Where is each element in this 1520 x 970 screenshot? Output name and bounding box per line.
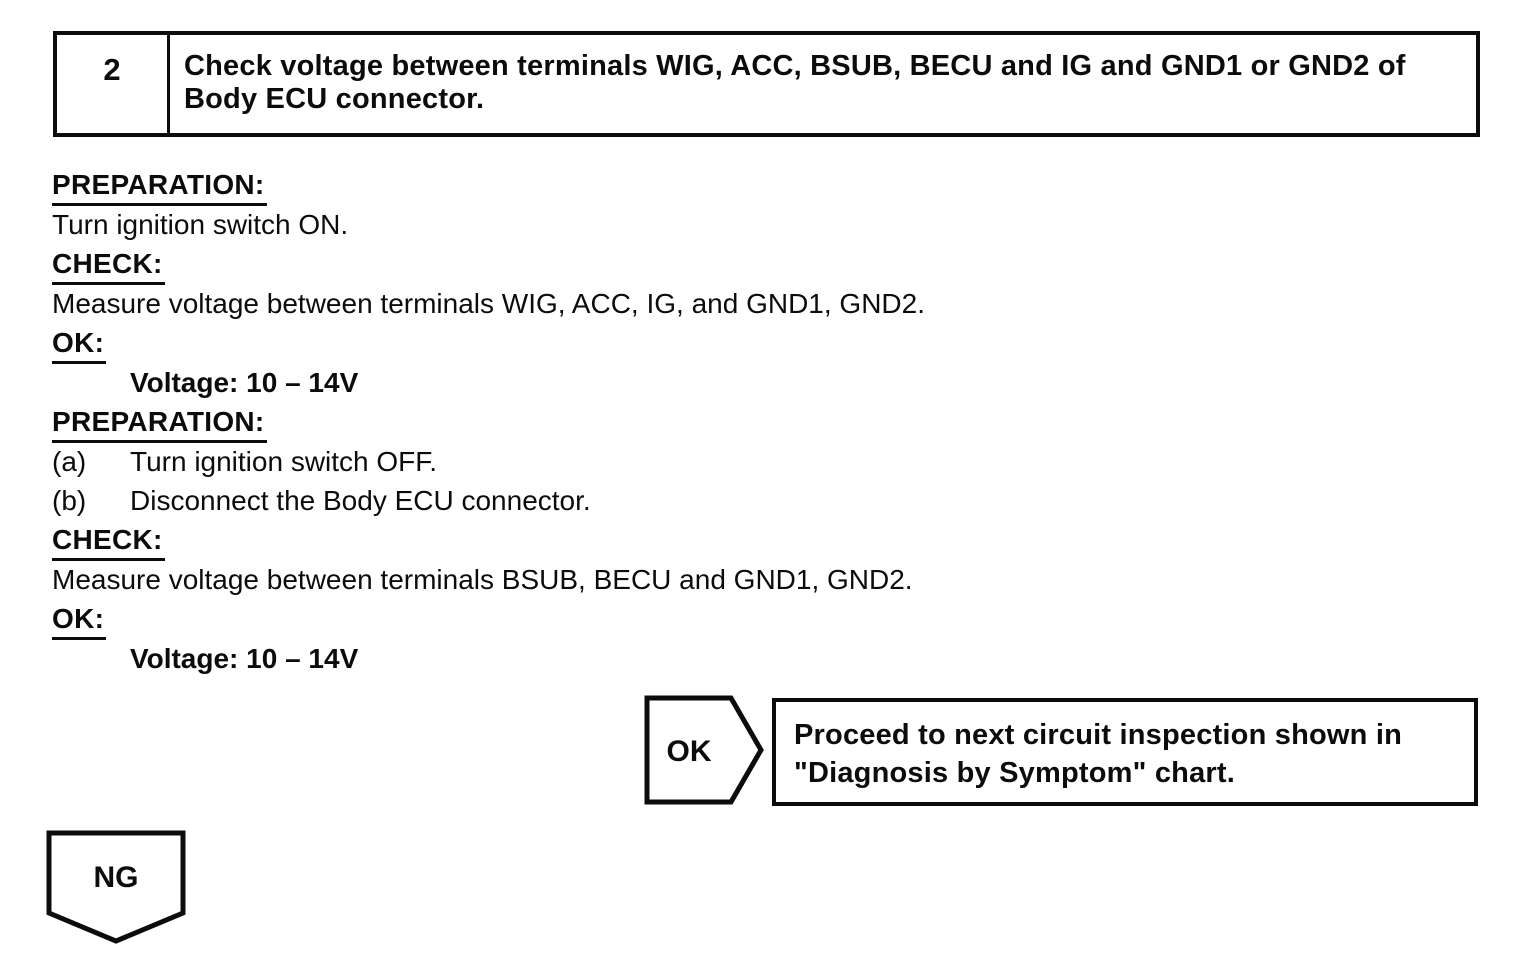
ok-result-text: Proceed to next circuit inspection shown… — [794, 719, 1403, 789]
procedure-heading-label: CHECK: — [52, 245, 165, 285]
step-number: 2 — [57, 35, 170, 133]
step-item-letter: (b) — [52, 485, 87, 516]
step-title: Check voltage between terminals WIG, ACC… — [184, 50, 1406, 115]
procedure-heading: PREPARATION: — [52, 166, 1202, 206]
step-item-text: Disconnect the Body ECU connector. — [130, 485, 591, 516]
procedure-heading: OK: — [52, 324, 1202, 364]
procedure-heading: PREPARATION: — [52, 403, 1202, 443]
procedure-heading: CHECK: — [52, 245, 1202, 285]
ok-result-box: Proceed to next circuit inspection shown… — [772, 698, 1478, 806]
procedure-heading-label: OK: — [52, 324, 107, 364]
ok-connector-label: OK — [667, 735, 712, 768]
step-item-text: Turn ignition switch OFF. — [130, 446, 438, 477]
procedure-step-item: (a) Turn ignition switch OFF. — [52, 443, 1202, 482]
procedure-heading: OK: — [52, 600, 1202, 640]
ok-connector-shape: OK — [644, 695, 764, 805]
procedure-section: PREPARATION: Turn ignition switch ON. CH… — [52, 166, 1202, 679]
voltage-spec: Voltage: 10 – 14V — [130, 643, 359, 674]
ng-connector: NG — [45, 830, 187, 946]
step-item-letter: (a) — [52, 446, 87, 477]
ng-connector-shape: NG — [46, 830, 186, 944]
procedure-heading-label: CHECK: — [52, 521, 165, 561]
procedure-heading-label: PREPARATION: — [52, 403, 267, 443]
ok-connector: OK — [644, 695, 764, 805]
procedure-heading-label: PREPARATION: — [52, 166, 267, 206]
procedure-step-item: (b) Disconnect the Body ECU connector. — [52, 482, 1202, 521]
procedure-text: Measure voltage between terminals WIG, A… — [52, 288, 926, 319]
procedure-heading: CHECK: — [52, 521, 1202, 561]
step-header-box: 2 Check voltage between terminals WIG, A… — [53, 31, 1480, 137]
procedure-heading-label: OK: — [52, 600, 107, 640]
procedure-text: Turn ignition switch ON. — [52, 209, 349, 240]
procedure-text: Measure voltage between terminals BSUB, … — [52, 564, 913, 595]
voltage-spec: Voltage: 10 – 14V — [130, 367, 359, 398]
ng-connector-label: NG — [94, 861, 139, 894]
